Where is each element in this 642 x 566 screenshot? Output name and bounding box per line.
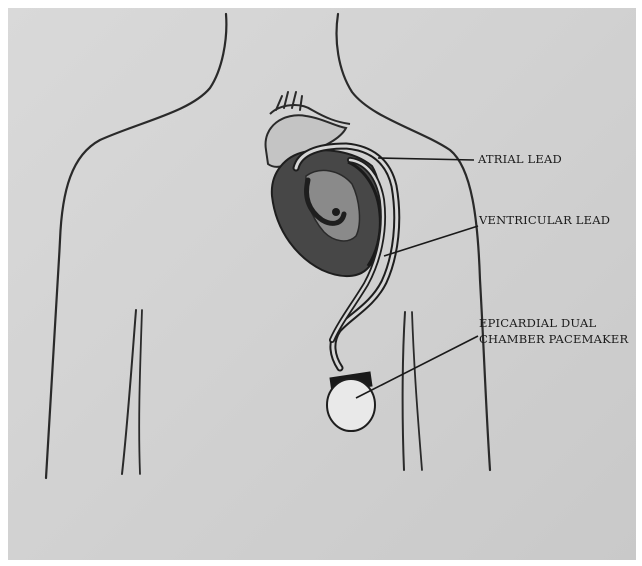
left-arm-inner-2 (139, 310, 142, 474)
heart-icon (266, 115, 381, 276)
right-arm-inner (403, 312, 405, 470)
left-arm-inner (122, 310, 136, 474)
label-ventricular-lead: VENTRICULAR LEAD (479, 212, 610, 228)
atrial-lead-pointer (378, 158, 474, 160)
pacemaker-device-icon (327, 372, 375, 431)
label-atrial-lead: ATRIAL LEAD (478, 151, 562, 167)
label-pacemaker-line2: CHAMBER PACEMAKER (479, 331, 628, 347)
pacemaker-pointer (356, 336, 478, 398)
label-pacemaker: EPICARDIAL DUAL CHAMBER PACEMAKER (479, 315, 628, 347)
right-arm-inner-2 (412, 312, 422, 470)
label-pacemaker-line1: EPICARDIAL DUAL (479, 315, 628, 331)
neck-left-outline (46, 14, 226, 478)
